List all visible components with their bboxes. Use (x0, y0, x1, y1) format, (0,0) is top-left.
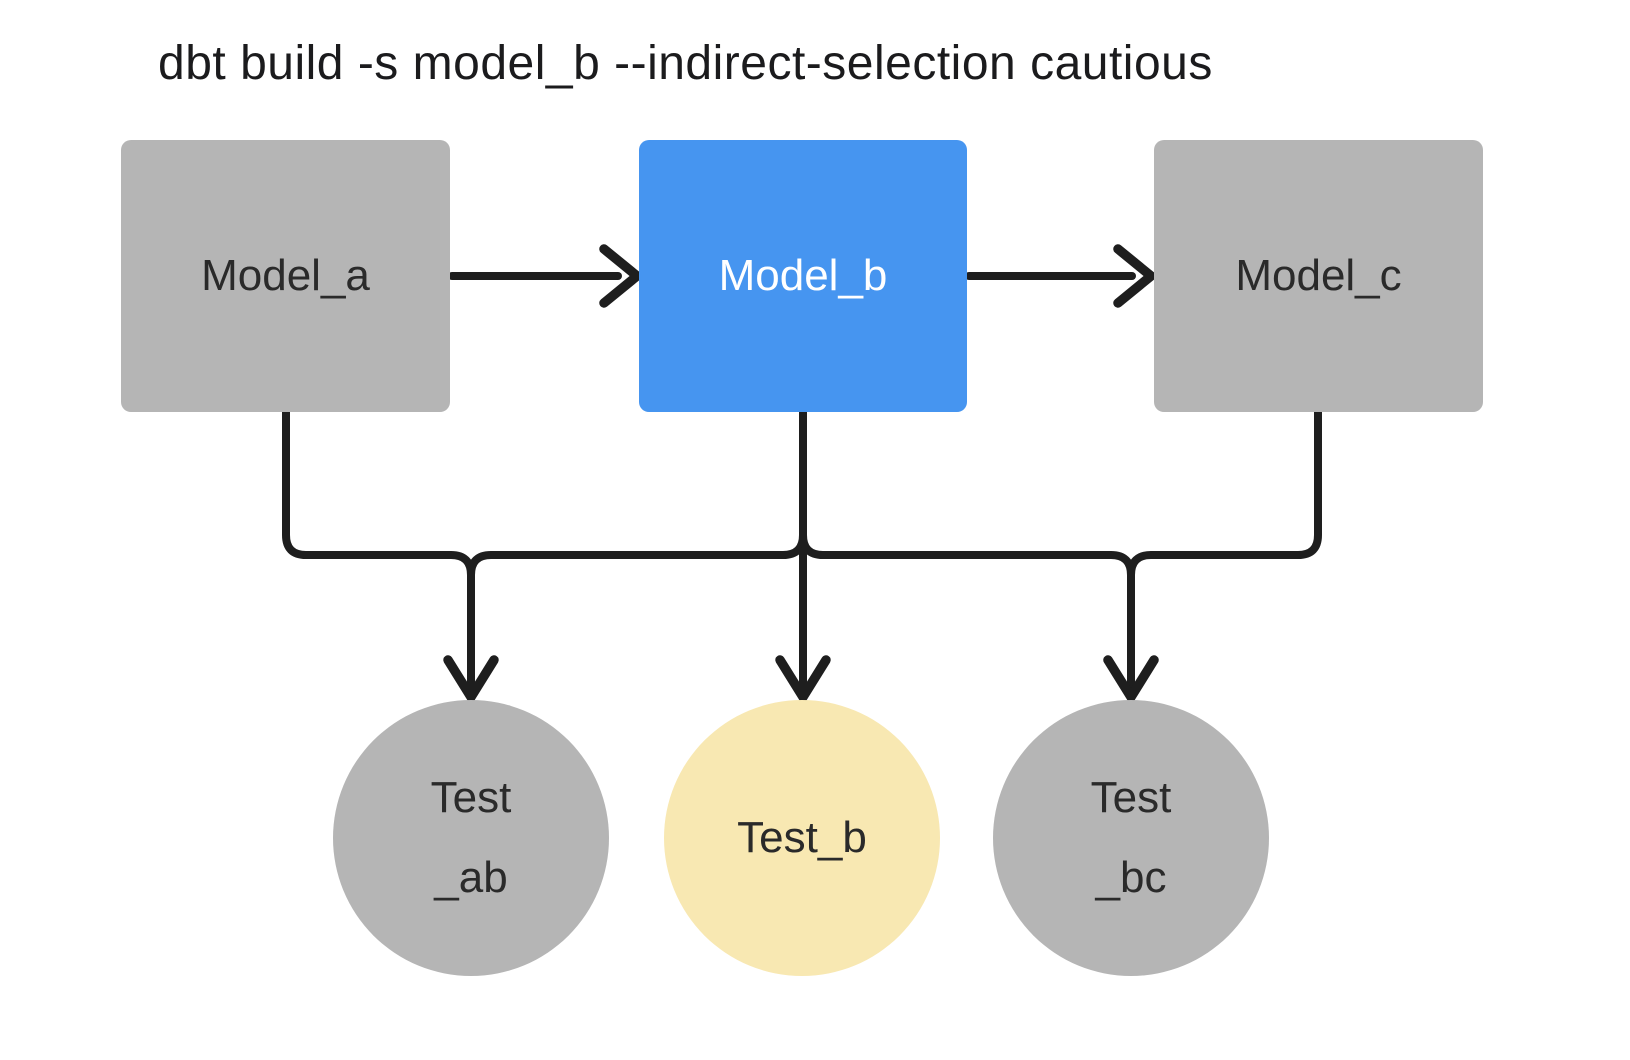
arrowhead-model_b-model_c (1113, 244, 1159, 308)
node-test-ab: Test _ab (333, 700, 609, 976)
node-test-b-label: Test_b (737, 813, 867, 862)
node-test-ab-label-line2: _ab (434, 853, 508, 902)
edge-model_b-test_ab (467, 408, 807, 694)
node-model-c-label: Model_c (1235, 251, 1402, 300)
arrowhead-model_a-model_b (599, 244, 645, 308)
edge-model_b-test_bc (799, 408, 1135, 694)
arrowhead-test_b (775, 655, 831, 706)
node-test-bc-label-line2: _bc (1095, 853, 1167, 902)
node-test-b: Test_b (664, 700, 940, 976)
node-test-bc-label-line1: Test (1090, 773, 1172, 822)
arrowhead-test_ab (443, 655, 499, 706)
node-model-b: Model_b (639, 140, 967, 412)
node-test-bc: Test _bc (993, 700, 1269, 976)
node-model-c: Model_c (1154, 140, 1483, 412)
node-test-ab-label-line1: Test (430, 773, 512, 822)
edge-model_a-test_ab (282, 408, 475, 694)
arrowhead-test_bc (1103, 655, 1159, 706)
node-model-a-label: Model_a (201, 251, 370, 300)
node-model-a: Model_a (121, 140, 450, 412)
edge-model_c-test_bc (1127, 408, 1322, 694)
diagram-title: dbt build -s model_b --indirect-selectio… (158, 37, 1213, 90)
node-model-b-label: Model_b (718, 251, 888, 300)
